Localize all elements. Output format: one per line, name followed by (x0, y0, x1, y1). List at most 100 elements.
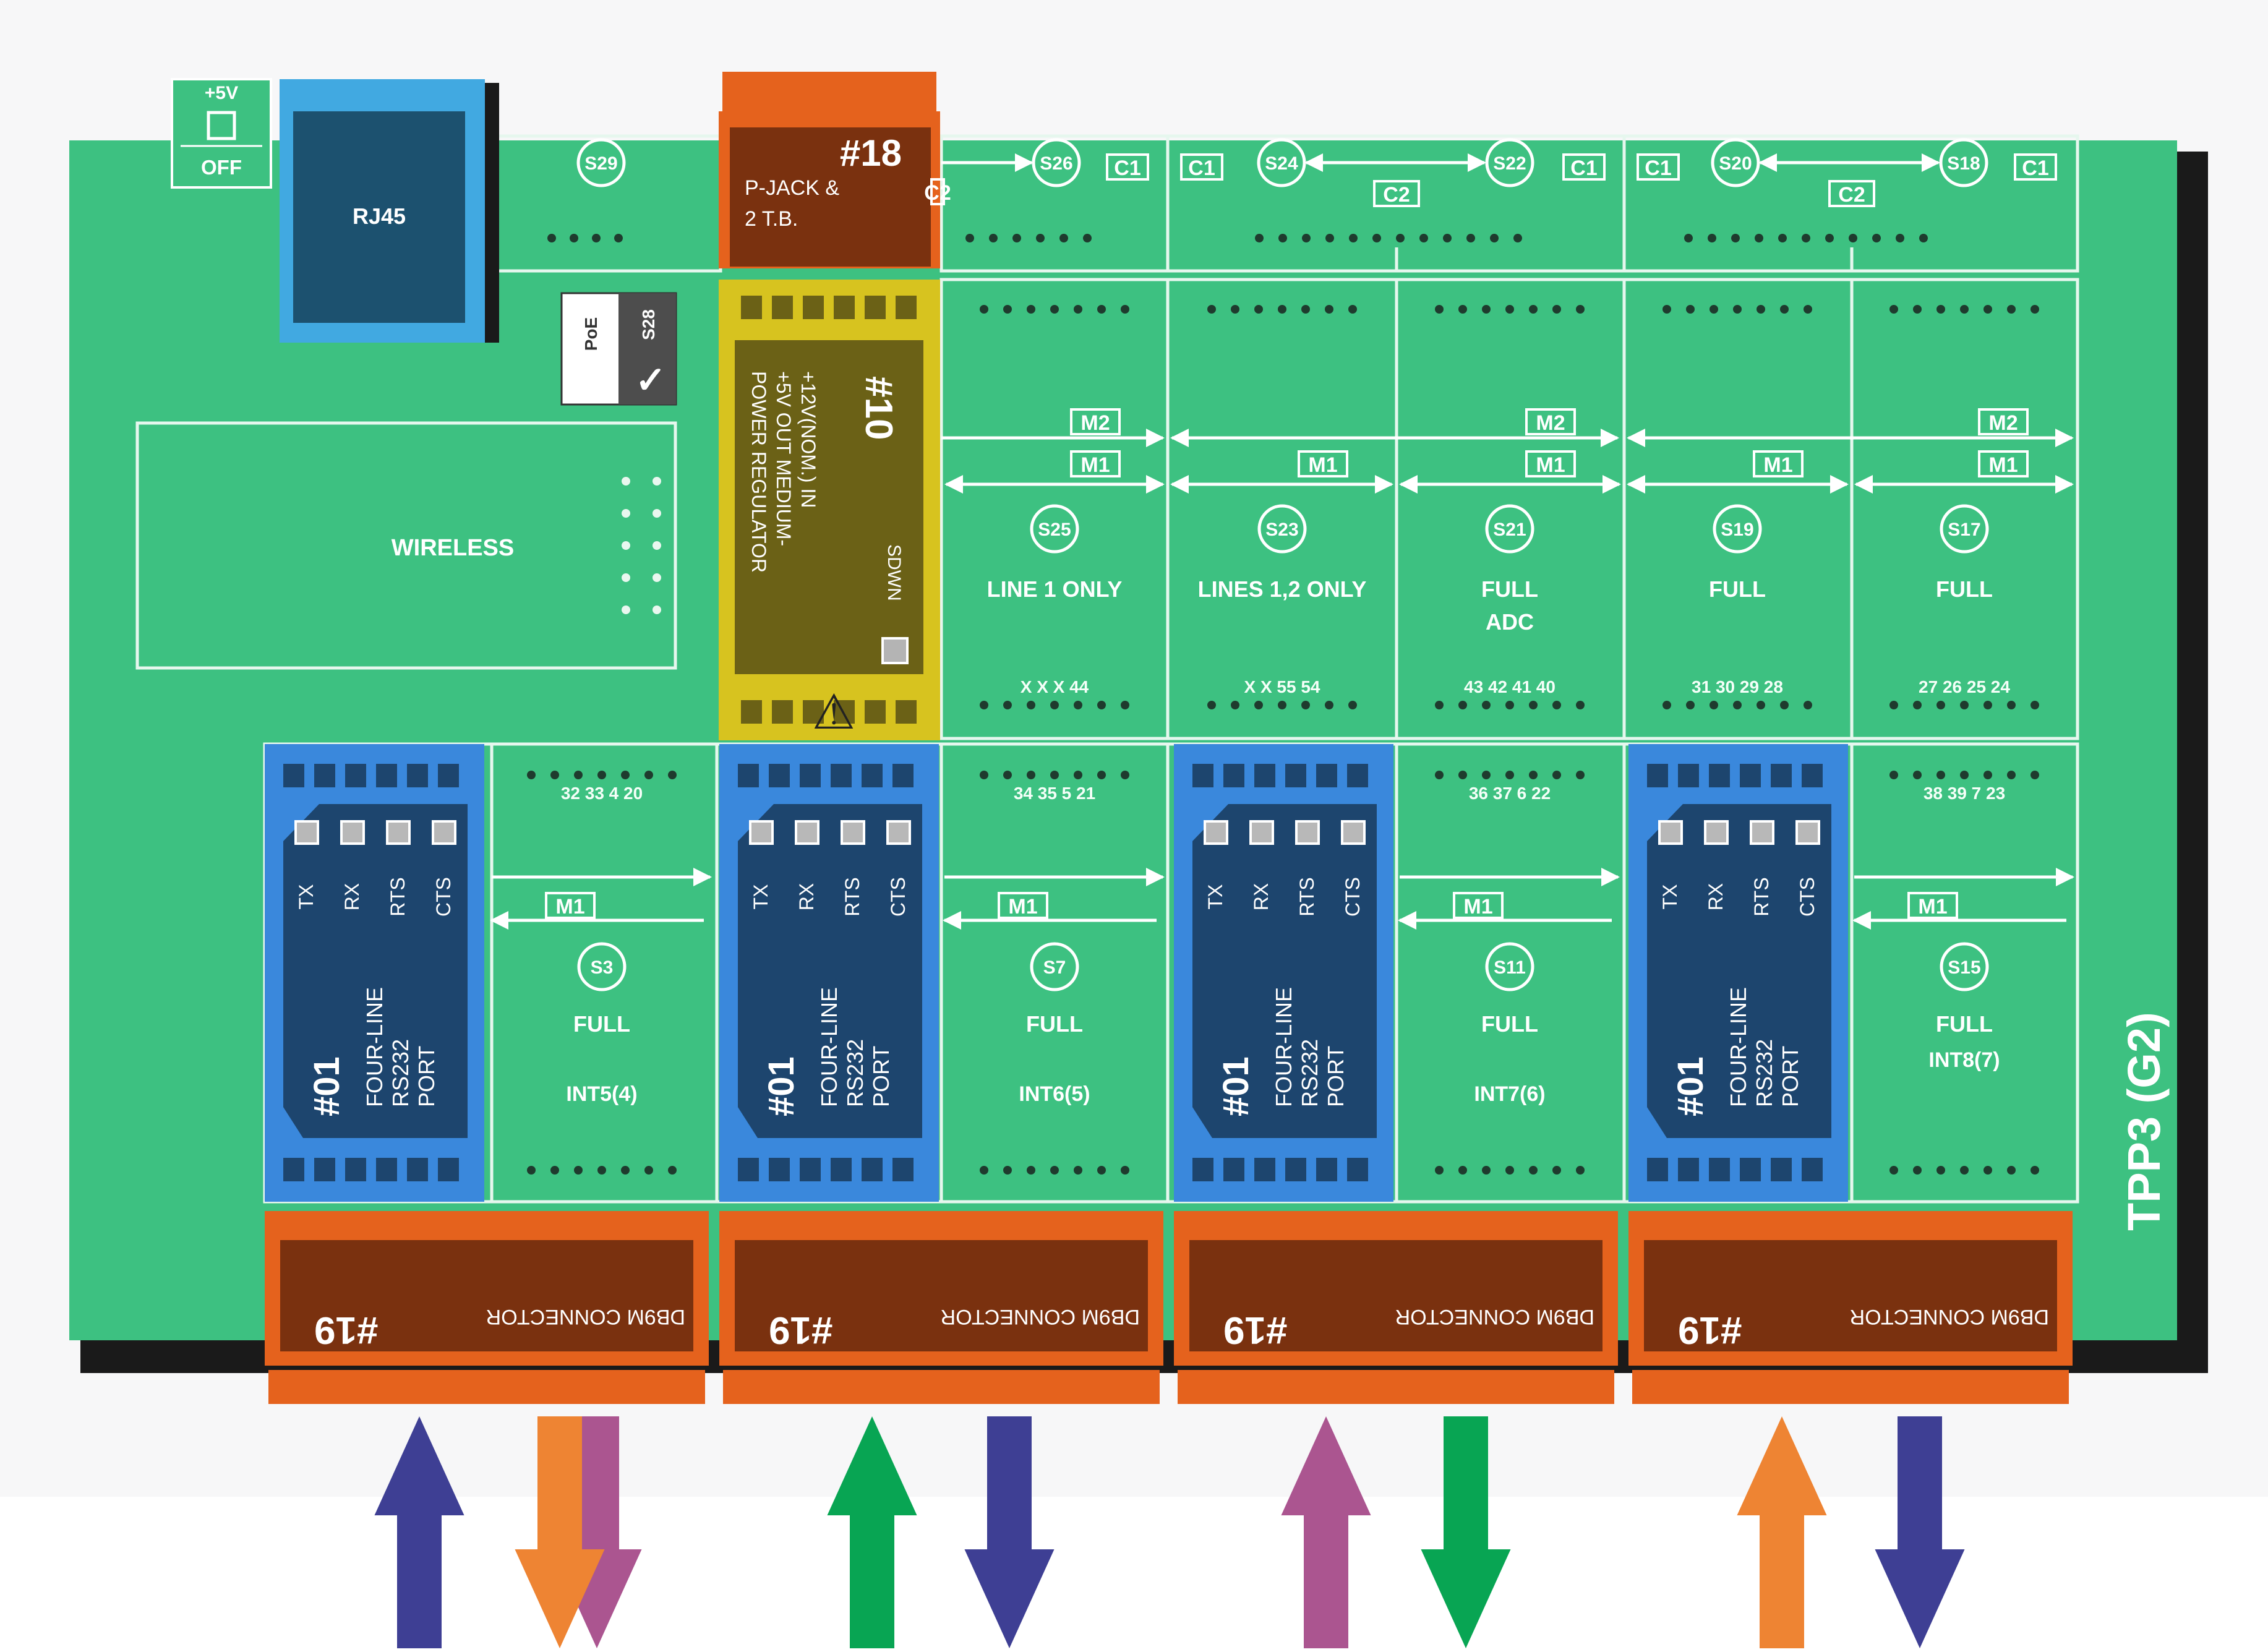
slot-pin (1254, 701, 1263, 709)
switch-s23-circle[interactable] (1257, 504, 1307, 554)
top-row-pin (1778, 234, 1787, 242)
switch-s26-circle[interactable] (1032, 138, 1081, 187)
signal-led-rx (1704, 820, 1729, 845)
cell-s7 (939, 742, 1170, 1204)
port-module-line1: FOUR-LINE (816, 987, 842, 1107)
port-module-tooth (1192, 764, 1213, 787)
connector-foot (268, 1370, 705, 1404)
rj45-module: RJ45 (280, 79, 499, 343)
slot-pin (1325, 701, 1333, 709)
port-module-tooth (376, 1158, 397, 1181)
regulator-line2: +5V OUT MEDIUM- (772, 371, 795, 546)
switch-s7-circle[interactable] (1030, 942, 1079, 991)
bus-c2-box (930, 178, 945, 205)
wireless-pin (653, 509, 661, 518)
top-row-pin (1490, 234, 1499, 242)
switch-s18-circle[interactable] (1939, 138, 1988, 187)
slot-pin (1325, 305, 1333, 314)
slot-pin (1278, 305, 1286, 314)
slot-pin (1027, 305, 1035, 314)
wireless-pin (653, 477, 661, 486)
poe-switch[interactable]: PoE S28 ✓ (560, 292, 677, 406)
slot-pin (1505, 305, 1514, 314)
top-row-pin (1325, 234, 1334, 242)
top-row-pin (1059, 234, 1068, 242)
slot-pin (1686, 701, 1695, 709)
port-module-tooth (1647, 764, 1668, 787)
connector-inner (735, 1240, 1148, 1351)
slot-pin (1074, 771, 1082, 779)
slot-pin (597, 771, 606, 779)
signal-label-rts: RTS (841, 877, 863, 916)
switch-s25-circle[interactable] (1030, 504, 1079, 554)
bus-m1-label: M1 (555, 895, 584, 918)
slot-pin (1207, 701, 1216, 709)
slot-pin (668, 1166, 677, 1175)
port-module-line2: RS232 (1752, 1039, 1777, 1107)
switch-s11-circle[interactable] (1485, 942, 1534, 991)
port-module-tooth (438, 1158, 459, 1181)
connector-number: #19 (769, 1309, 832, 1351)
signal-arrows (374, 1416, 1965, 1648)
port-module-tooth (407, 1158, 428, 1181)
port-module-tooth (738, 764, 759, 787)
port-module-tooth (376, 764, 397, 787)
switch-s29-circle[interactable] (576, 138, 626, 187)
sdwn-switch[interactable] (881, 637, 909, 664)
connector-number: #19 (1678, 1309, 1742, 1351)
port-module-tooth (1285, 764, 1306, 787)
regulator-tooth (896, 296, 917, 319)
port-module-tooth (1223, 764, 1244, 787)
top-row-pin (1255, 234, 1264, 242)
port-module-inner (1192, 804, 1377, 1138)
bus-c2-box (1828, 180, 1875, 207)
slot-pin (1757, 701, 1765, 709)
slot-pin-numbers: 38 39 7 23 (1924, 784, 2005, 803)
regulator-tooth (803, 700, 824, 724)
slot-mode-label: FULL (573, 1011, 630, 1037)
bus-c1-label: C1 (1645, 156, 1671, 180)
switch-s21-circle[interactable] (1485, 504, 1534, 554)
connector-inner (280, 1240, 693, 1351)
port-module-tooth (1678, 1158, 1699, 1181)
port-module-number: #01 (761, 1056, 802, 1116)
slot-pin (1097, 305, 1106, 314)
slot-pin (1983, 701, 1992, 709)
power-regulator-module: #10 +12V(NOM.) IN +5V OUT MEDIUM- POWER … (719, 280, 940, 740)
cell-s3 (490, 742, 719, 1204)
top-row-pin (1896, 234, 1904, 242)
switch-s22-circle[interactable] (1485, 138, 1534, 187)
slot-pin (2031, 701, 2039, 709)
switch-s19-label: S19 (1721, 520, 1753, 540)
wireless-pin (622, 509, 630, 518)
slot-pin (1804, 701, 1812, 709)
top-row-pin (1731, 234, 1740, 242)
slot-pin (1435, 305, 1444, 314)
slot-mode-label: FULL (1481, 1011, 1538, 1037)
regulator-teeth (741, 296, 917, 724)
power-switch[interactable]: +5V OFF (171, 78, 272, 189)
switch-s3-circle[interactable] (577, 942, 627, 991)
slot-pin (1097, 1166, 1106, 1175)
signal-label-cts: CTS (887, 877, 909, 917)
port-module-tooth (1285, 1158, 1306, 1181)
bus-m2-label: M2 (1536, 411, 1565, 435)
port-module-tooth (1347, 764, 1368, 787)
port-module-tooth (1802, 764, 1823, 787)
switch-s15-circle[interactable] (1940, 942, 1989, 991)
port-module-tooth (800, 764, 821, 787)
port-module-tooth (1771, 764, 1792, 787)
port-module-tooth (407, 764, 428, 787)
switch-s17-circle[interactable] (1940, 504, 1989, 554)
slot-pin (1231, 305, 1239, 314)
slot-pin (1003, 771, 1012, 779)
switch-s19-circle[interactable] (1713, 504, 1762, 554)
slot-pin (1552, 1166, 1561, 1175)
wireless-pin (653, 541, 661, 550)
